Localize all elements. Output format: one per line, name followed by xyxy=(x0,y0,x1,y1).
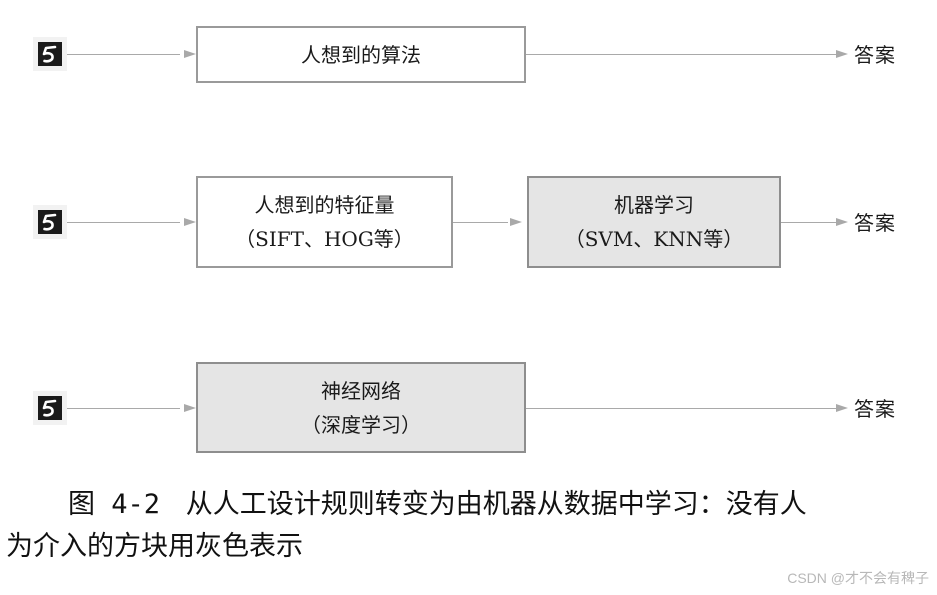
figure-caption: 图 4-2 从人工设计规则转变为由机器从数据中学习：没有人 为介入的方块用灰色表… xyxy=(6,484,931,568)
arrow-right-icon xyxy=(184,404,196,412)
answer-label: 答案 xyxy=(854,397,896,421)
arrow-right-icon xyxy=(184,218,196,226)
figure-label: 图 4-2 xyxy=(68,489,160,520)
answer-label: 答案 xyxy=(854,43,896,67)
answer-label: 答案 xyxy=(854,211,896,235)
arrow-right-icon xyxy=(184,50,196,58)
connector-line xyxy=(453,222,508,223)
connector-line xyxy=(67,54,180,55)
feature-box: 人想到的特征量 （SIFT、HOG等） xyxy=(196,176,453,268)
watermark: CSDN @才不会有稗子 xyxy=(787,568,929,588)
connector-line xyxy=(526,54,838,55)
caption-text-line1: 从人工设计规则转变为由机器从数据中学习：没有人 xyxy=(186,489,807,520)
arrow-right-icon xyxy=(510,218,522,226)
digit-five-icon xyxy=(33,391,67,425)
digit-five-glyph xyxy=(38,210,62,234)
box-label: 神经网络 xyxy=(321,374,401,408)
connector-line xyxy=(781,222,838,223)
digit-five-glyph xyxy=(38,396,62,420)
connector-line xyxy=(526,408,838,409)
box-label: 机器学习 xyxy=(614,188,694,222)
machine-learning-box: 机器学习 （SVM、KNN等） xyxy=(527,176,781,268)
digit-five-icon xyxy=(33,205,67,239)
digit-five-glyph xyxy=(38,42,62,66)
algorithm-box: 人想到的算法 xyxy=(196,26,526,83)
digit-five-icon xyxy=(33,37,67,71)
neural-network-box: 神经网络 （深度学习） xyxy=(196,362,526,453)
box-sublabel: （深度学习） xyxy=(301,408,421,442)
arrow-right-icon xyxy=(836,218,848,226)
arrow-right-icon xyxy=(836,50,848,58)
connector-line xyxy=(67,222,180,223)
box-label: 人想到的算法 xyxy=(301,38,421,72)
arrow-right-icon xyxy=(836,404,848,412)
box-label: 人想到的特征量 xyxy=(255,188,395,222)
box-sublabel: （SVM、KNN等） xyxy=(565,222,744,256)
connector-line xyxy=(67,408,180,409)
box-sublabel: （SIFT、HOG等） xyxy=(235,222,414,256)
caption-text-line2: 为介入的方块用灰色表示 xyxy=(6,531,303,562)
